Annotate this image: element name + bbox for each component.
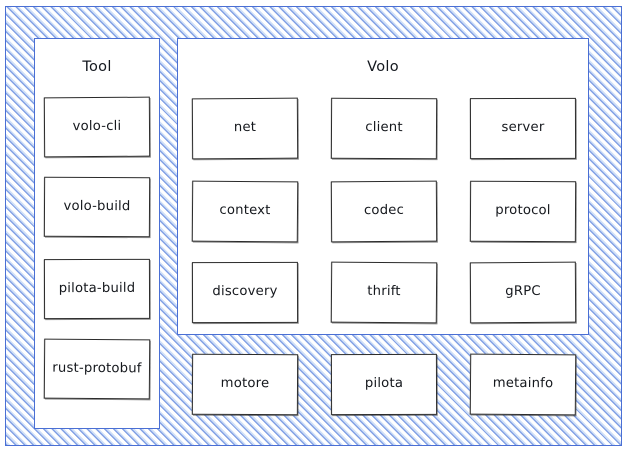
node-motore[interactable]: motore bbox=[191, 353, 299, 416]
node-label: client bbox=[365, 119, 403, 136]
node-label: metainfo bbox=[492, 375, 554, 392]
node-client[interactable]: client bbox=[330, 97, 438, 160]
volo-panel-title: Volo bbox=[367, 59, 399, 75]
node-label: protocol bbox=[495, 202, 551, 219]
node-label: discovery bbox=[212, 283, 278, 300]
node-label: context bbox=[219, 202, 271, 219]
node-discovery[interactable]: discovery bbox=[191, 261, 299, 324]
node-label: net bbox=[233, 119, 257, 136]
node-pilota[interactable]: pilota bbox=[330, 353, 438, 416]
tool-panel-title: Tool bbox=[82, 59, 112, 75]
node-label: volo-cli bbox=[72, 118, 122, 134]
node-label: rust-protobuf bbox=[52, 360, 142, 376]
node-label: volo-build bbox=[63, 198, 131, 214]
node-label: server bbox=[501, 119, 545, 136]
node-server[interactable]: server bbox=[469, 97, 577, 160]
node-label: pilota-build bbox=[58, 280, 136, 296]
node-volo-build[interactable]: volo-build bbox=[43, 176, 151, 238]
node-label: motore bbox=[220, 375, 270, 392]
node-thrift[interactable]: thrift bbox=[330, 261, 438, 324]
node-codec[interactable]: codec bbox=[330, 180, 438, 243]
node-label: gRPC bbox=[505, 283, 541, 300]
outer-hatched-container: Tool volo-cli volo-build pilota-build ru… bbox=[5, 6, 622, 446]
node-label: codec bbox=[363, 202, 405, 219]
node-net[interactable]: net bbox=[191, 97, 299, 160]
node-protocol[interactable]: protocol bbox=[469, 180, 577, 243]
node-pilota-build[interactable]: pilota-build bbox=[43, 258, 151, 320]
node-metainfo[interactable]: metainfo bbox=[469, 353, 577, 416]
node-label: pilota bbox=[364, 375, 404, 392]
node-grpc[interactable]: gRPC bbox=[469, 261, 577, 324]
node-context[interactable]: context bbox=[191, 180, 299, 243]
node-volo-cli[interactable]: volo-cli bbox=[43, 96, 151, 158]
node-rust-protobuf[interactable]: rust-protobuf bbox=[43, 338, 151, 400]
node-label: thrift bbox=[367, 283, 401, 300]
